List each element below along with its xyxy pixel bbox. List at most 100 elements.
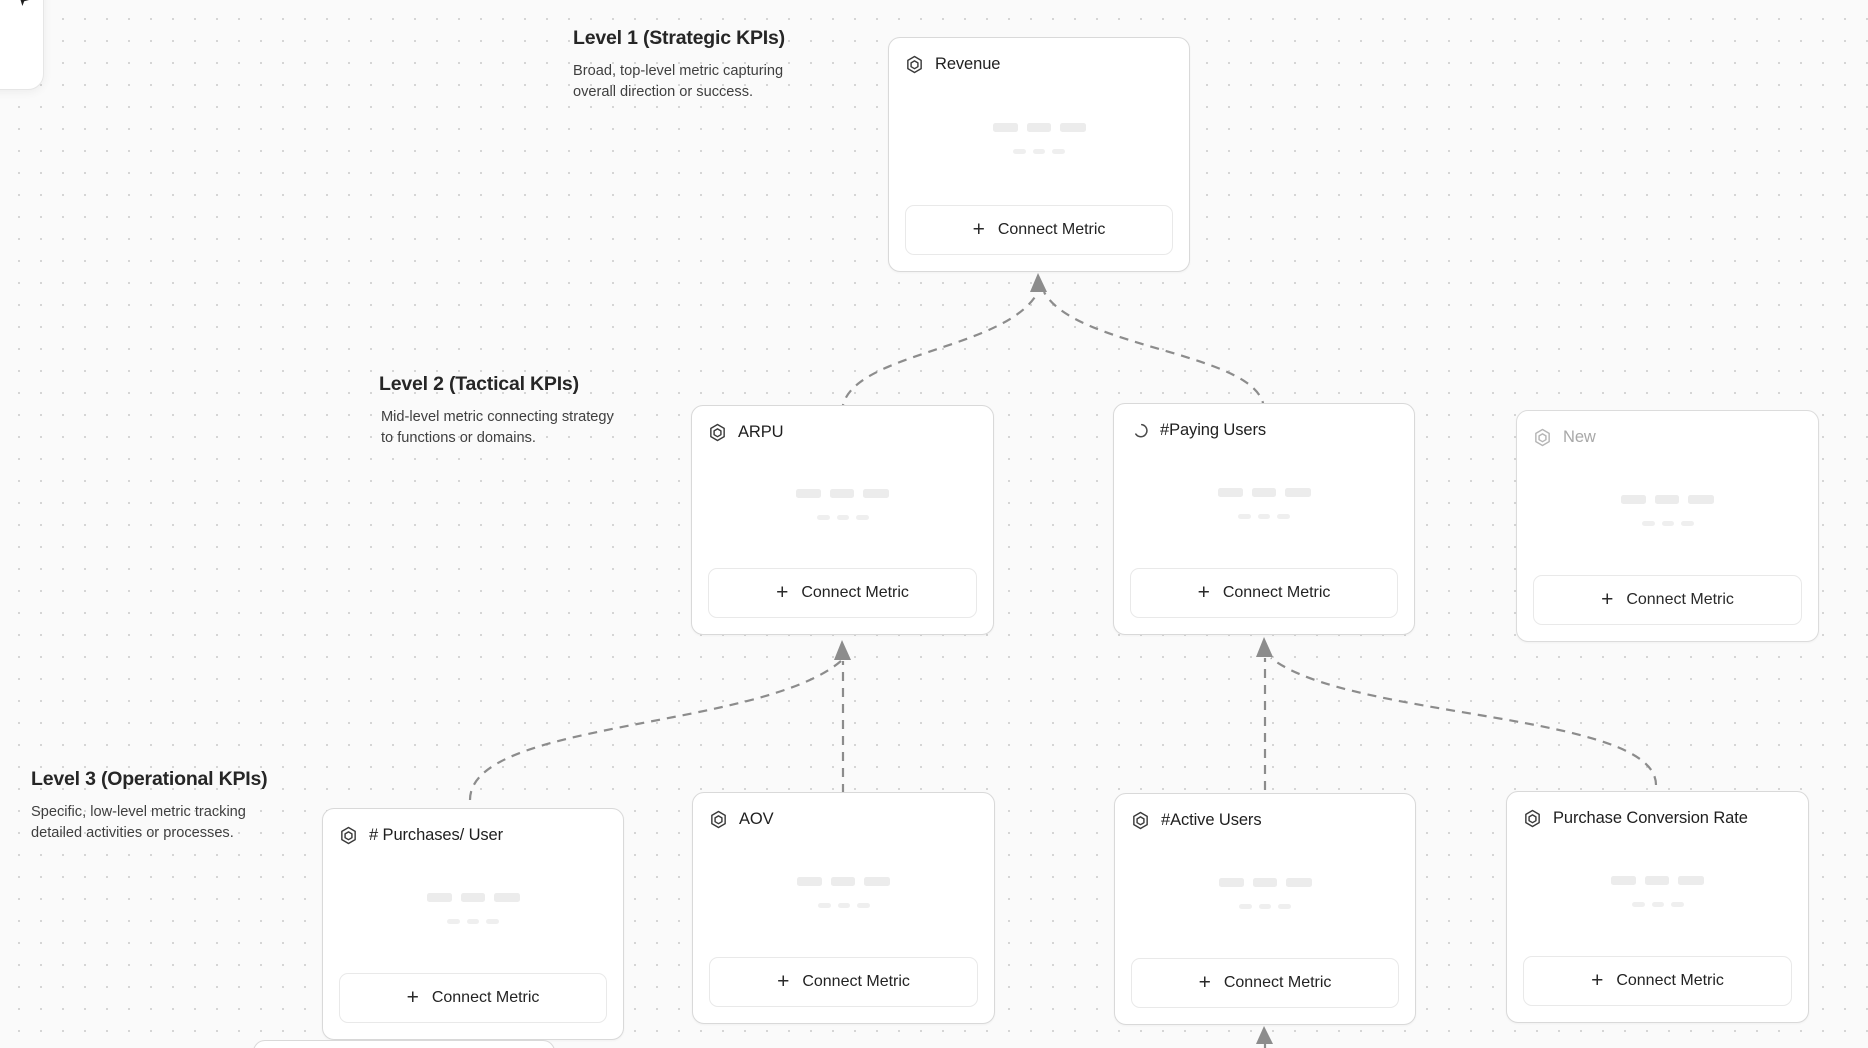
metric-card-new[interactable]: New + Connect Metric: [1516, 410, 1819, 642]
skeleton-bar: [830, 488, 854, 498]
card-header: # Purchases/ User: [339, 823, 607, 847]
skeleton-row-secondary: [447, 918, 499, 924]
metric-card-purchase-conversion-rate[interactable]: Purchase Conversion Rate + Connect Metri…: [1506, 791, 1809, 1023]
cursor-glyph-icon: [17, 0, 33, 9]
skeleton-row-primary: [1611, 875, 1704, 885]
skeleton-bar: [1641, 520, 1655, 526]
connect-metric-label: Connect Metric: [1616, 972, 1724, 989]
connect-metric-label: Connect Metric: [1626, 591, 1734, 608]
skeleton-row-primary: [797, 876, 890, 886]
connect-metric-button[interactable]: + Connect Metric: [1523, 956, 1792, 1006]
skeleton-bar: [1217, 487, 1243, 497]
connect-metric-button[interactable]: + Connect Metric: [1533, 575, 1802, 625]
card-title: ARPU: [738, 422, 784, 441]
level-3-title: Level 3 (Operational KPIs): [31, 768, 268, 790]
hexagon-icon: [708, 423, 727, 442]
wire-arpu-revenue: [840, 291, 1039, 414]
skeleton-bar: [836, 514, 849, 520]
plus-icon: +: [1198, 970, 1211, 994]
skeleton-bar: [992, 123, 1018, 132]
hexagon-icon: [709, 810, 728, 829]
skeleton-row-secondary: [816, 514, 869, 520]
skeleton-bar: [856, 902, 870, 908]
skeleton-row-primary: [426, 892, 520, 902]
metric-card-arpu[interactable]: ARPU + Connect Metric: [691, 405, 994, 635]
skeleton-bar: [1013, 149, 1026, 154]
skeleton-row-secondary: [817, 902, 870, 908]
skeleton-bar: [1661, 520, 1674, 526]
level-2-label: Level 2 (Tactical KPIs) Mid-level metric…: [379, 373, 626, 449]
hexagon-icon: [1533, 428, 1552, 447]
skeleton-bar: [1218, 877, 1244, 887]
metric-card-revenue[interactable]: Revenue + Connect Metric: [888, 37, 1190, 272]
connect-metric-button[interactable]: + Connect Metric: [339, 973, 607, 1023]
metric-card-active-users[interactable]: #Active Users + Connect Metric: [1114, 793, 1416, 1025]
skeleton-bar: [1239, 903, 1252, 909]
card-header: #Paying Users: [1130, 418, 1398, 442]
level-2-description: Mid-level metric connecting strategy to …: [381, 409, 614, 447]
connect-metric-button[interactable]: + Connect Metric: [709, 957, 978, 1007]
card-header: #Active Users: [1131, 808, 1399, 832]
skeleton-bar: [493, 892, 520, 902]
skeleton-bar: [1688, 494, 1714, 504]
skeleton-bar: [1651, 901, 1664, 907]
wire-cvr-paying: [1270, 657, 1658, 786]
card-title: # Purchases/ User: [369, 825, 504, 844]
card-skeleton-body: [339, 847, 607, 973]
metric-card-purchases-per-user[interactable]: # Purchases/ User + Connect Metric: [322, 808, 624, 1040]
hexagon-icon: [339, 826, 358, 845]
skeleton-bar: [1278, 903, 1291, 909]
skeleton-row-secondary: [1631, 901, 1684, 907]
wire-purchases-arpu: [468, 660, 842, 801]
hexagon-icon: [1131, 811, 1150, 830]
skeleton-row-primary: [1218, 877, 1312, 887]
connect-metric-label: Connect Metric: [1223, 974, 1332, 991]
card-header: ARPU: [708, 420, 977, 444]
card-header: AOV: [709, 807, 978, 831]
card-skeleton-body: [708, 444, 977, 568]
card-skeleton-body: [1130, 442, 1398, 568]
connect-metric-button[interactable]: + Connect Metric: [708, 568, 977, 618]
skeleton-row-secondary: [1013, 149, 1065, 154]
connect-metric-label: Connect Metric: [431, 989, 540, 1006]
metric-card-paying-users[interactable]: #Paying Users + Connect Metric: [1113, 403, 1415, 635]
skeleton-bar: [486, 918, 499, 924]
corner-panel[interactable]: [0, 0, 44, 90]
skeleton-bar: [1670, 901, 1684, 907]
metric-card-aov[interactable]: AOV + Connect Metric: [692, 792, 995, 1024]
skeleton-bar: [1252, 877, 1277, 887]
skeleton-row-secondary: [1239, 903, 1291, 909]
level-1-description: Broad, top-level metric capturing overal…: [573, 63, 784, 101]
skeleton-bar: [796, 488, 821, 498]
skeleton-row-primary: [1621, 494, 1714, 504]
level-3-description: Specific, low-level metric tracking deta…: [31, 804, 246, 842]
card-skeleton-body: [1523, 830, 1792, 956]
arrowhead-arpu: [834, 640, 851, 660]
card-title: #Paying Users: [1160, 420, 1266, 439]
skeleton-bar: [1621, 494, 1646, 504]
skeleton-bar: [447, 918, 460, 924]
card-title: New: [1563, 427, 1596, 446]
metric-card-offscreen-bottom[interactable]: [253, 1040, 555, 1048]
skeleton-bar: [1258, 513, 1270, 519]
card-title: Purchase Conversion Rate: [1553, 808, 1748, 827]
connect-metric-label: Connect Metric: [801, 584, 909, 601]
arrowhead-revenue: [1030, 273, 1047, 292]
skeleton-bar: [816, 514, 830, 520]
skeleton-bar: [797, 876, 822, 886]
card-title: AOV: [739, 809, 774, 828]
card-header: Revenue: [905, 52, 1173, 76]
spinner-icon: [1130, 421, 1149, 440]
card-skeleton-body: [1131, 832, 1399, 958]
plus-icon: +: [1591, 968, 1604, 992]
skeleton-row-primary: [1217, 487, 1311, 497]
skeleton-bar: [1259, 903, 1271, 909]
connect-metric-button[interactable]: + Connect Metric: [1130, 568, 1398, 618]
connect-metric-button[interactable]: + Connect Metric: [905, 205, 1173, 255]
skeleton-bar: [1680, 520, 1694, 526]
skeleton-bar: [1678, 875, 1704, 885]
level-3-label: Level 3 (Operational KPIs) Specific, low…: [31, 768, 286, 844]
connect-metric-button[interactable]: + Connect Metric: [1131, 958, 1399, 1008]
skeleton-bar: [1285, 877, 1312, 887]
